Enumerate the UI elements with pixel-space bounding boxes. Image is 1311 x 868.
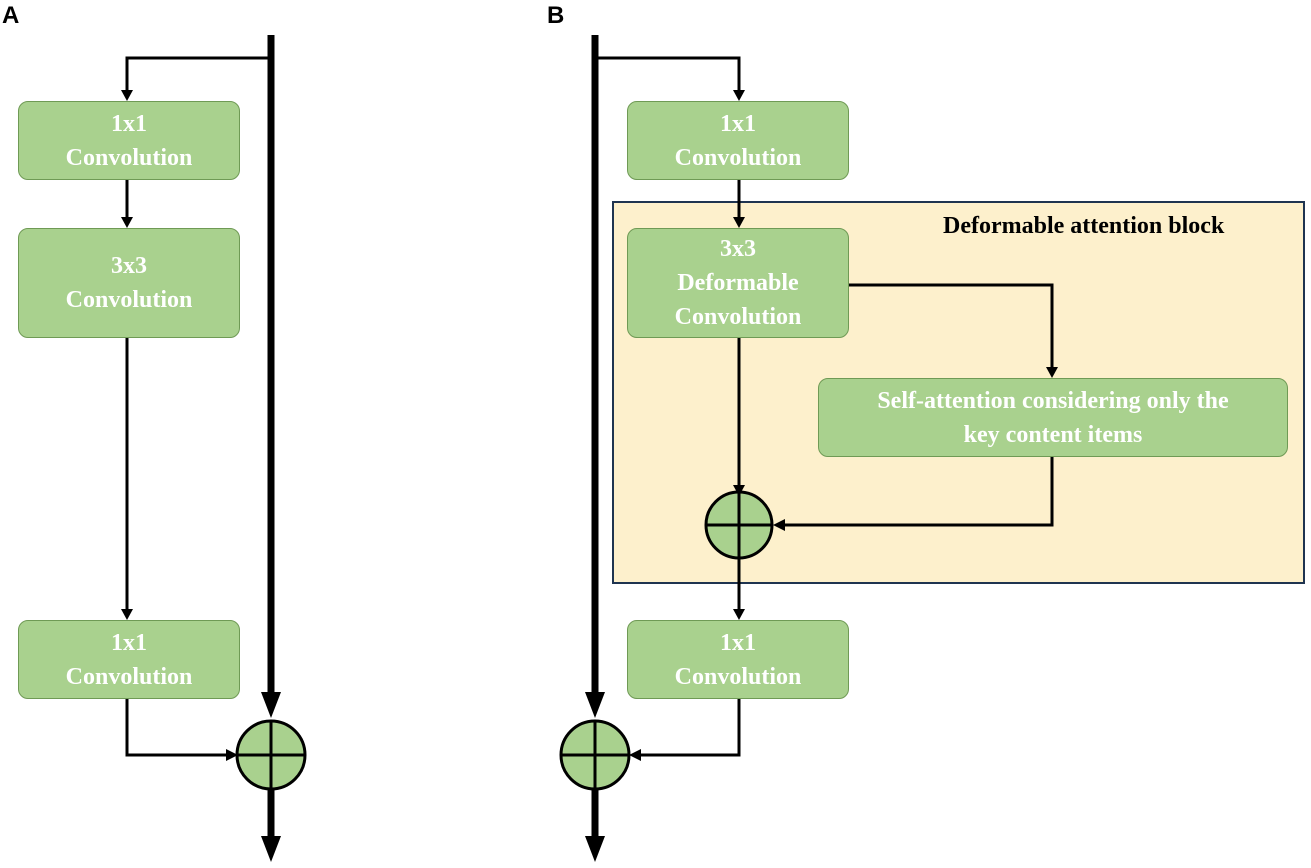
block-line: Convolution <box>674 663 802 690</box>
panel-b-branch-connector <box>595 56 741 92</box>
panel-b-label: B <box>547 2 565 29</box>
block-line: Convolution <box>65 144 193 171</box>
block-line: key content items <box>963 421 1143 448</box>
arrowhead-icon <box>733 609 745 620</box>
block-line: Deformable <box>677 270 799 296</box>
panel-a-conv1x1-top-block: 1x1 Convolution <box>18 101 240 180</box>
block-line: 1x1 <box>720 629 756 656</box>
deformable-attention-region-title: Deformable attention block <box>943 213 1225 239</box>
panel-b-skip-arrowhead <box>585 692 605 718</box>
inner-adder-icon <box>704 490 774 560</box>
block-line: Convolution <box>65 663 193 690</box>
panel-a-merge-connector <box>125 699 228 757</box>
panel-a-label: A <box>2 2 20 29</box>
block-line: 1x1 <box>111 629 147 656</box>
panel-a-output-arrowhead <box>261 836 281 862</box>
panel-a-conv1x1-bottom-block: 1x1 Convolution <box>18 620 240 699</box>
panel-b-merge-connector <box>639 699 741 757</box>
arrowhead-icon <box>121 90 133 101</box>
block-line: 1x1 <box>111 110 147 137</box>
panel-a-skip-arrowhead <box>261 692 281 718</box>
arrowhead-icon <box>121 609 133 620</box>
attention-merge-connector <box>783 457 1054 527</box>
block-line: Self-attention considering only the <box>877 387 1229 414</box>
block-line: Convolution <box>674 144 802 171</box>
panel-b-deformable-conv-block: 3x3 Deformable Convolution <box>627 228 849 338</box>
arrowhead-icon <box>121 217 133 228</box>
panel-b-conv1x1-top-block: 1x1 Convolution <box>627 101 849 180</box>
arrowhead-icon <box>629 749 641 761</box>
block-line: 3x3 <box>720 236 756 262</box>
panel-a-branch-connector <box>125 56 271 92</box>
panel-b-output-arrowhead <box>585 836 605 862</box>
block-line: 3x3 <box>111 253 147 279</box>
self-attention-block: Self-attention considering only the key … <box>818 378 1288 457</box>
arrowhead-icon <box>1046 367 1058 378</box>
panel-b-adder-icon <box>559 719 631 791</box>
panel-a-conv3x3-block: 3x3 Convolution <box>18 228 240 338</box>
arrowhead-icon <box>733 217 745 228</box>
panel-a-adder-icon <box>235 719 307 791</box>
block-line: Convolution <box>65 287 193 313</box>
block-line: Convolution <box>674 304 802 330</box>
arrowhead-icon <box>773 519 785 531</box>
block-line: 1x1 <box>720 110 756 137</box>
arrowhead-icon <box>733 90 745 101</box>
panel-b-conv1x1-bottom-block: 1x1 Convolution <box>627 620 849 699</box>
arrowhead-icon <box>226 749 238 761</box>
attention-connector <box>849 283 1054 369</box>
